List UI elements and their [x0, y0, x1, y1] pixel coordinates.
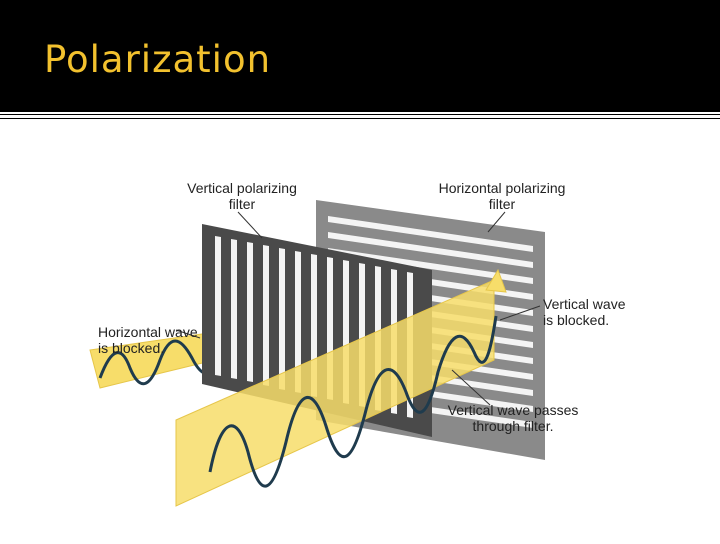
vertical-wave-passes-label: Vertical wave passes through filter.	[447, 402, 579, 434]
slide-title: Polarization	[44, 38, 272, 81]
polarization-diagram: Vertical polarizing filter Horizontal po…	[0, 120, 720, 540]
vertical-wave-blocked-label: Vertical wave is blocked.	[543, 296, 626, 328]
vertical-filter-label: Vertical polarizing filter	[187, 180, 297, 212]
polarization-illustration	[89, 200, 545, 507]
title-divider-bottom	[0, 118, 720, 119]
title-bar: Polarization	[0, 0, 720, 112]
title-divider-top	[0, 114, 720, 115]
label-leader-lines	[175, 211, 541, 406]
vertical-wave-beam	[175, 268, 507, 507]
horizontal-wave-label: Horizontal wave is blocked.	[98, 324, 198, 356]
horizontal-filter-label: Horizontal polarizing filter	[438, 180, 566, 212]
